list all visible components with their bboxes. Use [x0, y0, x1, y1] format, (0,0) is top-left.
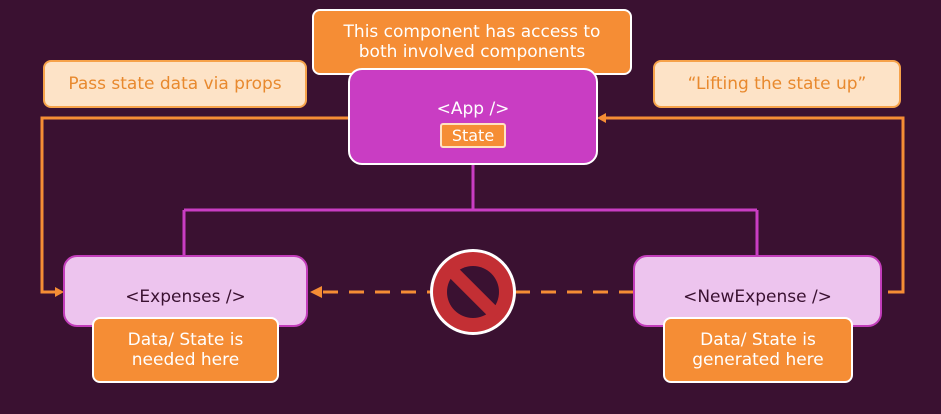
- new-expense-component-label: <NewExpense />: [683, 287, 832, 307]
- lift-state-note: “Lifting the state up”: [653, 60, 901, 108]
- props-note: Pass state data via props: [43, 60, 307, 108]
- new-expense-data-line2: generated here: [692, 350, 824, 370]
- props-arrowhead: [55, 287, 64, 297]
- access-note: This component has access to both involv…: [312, 9, 632, 75]
- lift-state-arrowhead: [597, 113, 606, 123]
- access-note-line2: both involved components: [358, 42, 586, 62]
- expenses-data-line1: Data/ State is: [127, 329, 244, 350]
- new-expense-component-box: <NewExpense />: [633, 255, 882, 327]
- app-component-label: <App />: [436, 99, 510, 119]
- expenses-component-box: <Expenses />: [63, 255, 308, 327]
- expenses-data-note: Data/ State is needed here: [92, 317, 279, 383]
- app-component-box: <App /> State: [348, 68, 598, 165]
- no-entry-icon: [430, 249, 516, 335]
- props-note-text: Pass state data via props: [68, 74, 282, 94]
- expenses-data-line2: needed here: [131, 350, 240, 370]
- props-arrow-path: [40, 116, 348, 294]
- new-expense-data-note: Data/ State is generated here: [663, 317, 853, 383]
- lift-state-arrow-path: [605, 116, 905, 294]
- new-expense-data-line1: Data/ State is: [700, 329, 816, 350]
- access-note-line1: This component has access to: [343, 21, 601, 42]
- dashed-arrowhead: [310, 286, 322, 298]
- expenses-component-label: <Expenses />: [125, 287, 246, 307]
- lift-state-note-text: “Lifting the state up”: [687, 74, 867, 94]
- state-badge: State: [439, 123, 507, 148]
